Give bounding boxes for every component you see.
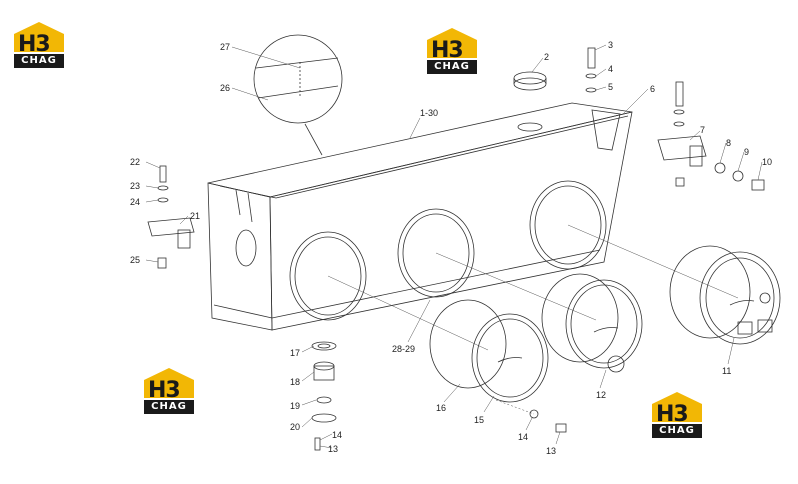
nut-14 — [529, 409, 539, 419]
callout-28-29: 28-29 — [392, 344, 415, 354]
callout-13-left: 13 — [328, 444, 338, 454]
callout-22: 22 — [130, 157, 140, 167]
callout-11: 11 — [722, 366, 731, 376]
bolt-13 — [555, 423, 567, 433]
callout-15: 15 — [474, 415, 484, 425]
callout-21: 21 — [190, 211, 200, 221]
callout-25: 25 — [130, 255, 140, 265]
logo-band: CHAG — [14, 54, 64, 68]
logo-mark: H3 — [656, 402, 689, 427]
brand-logo-top-center: H3 CHAG — [425, 28, 481, 78]
cover-12 — [565, 279, 643, 369]
callout-9: 9 — [744, 147, 749, 157]
callout-1-30: 1-30 — [420, 108, 438, 118]
callout-18: 18 — [290, 377, 300, 387]
callout-16: 16 — [436, 403, 446, 413]
callout-6: 6 — [650, 84, 655, 94]
logo-roof-icon — [144, 368, 194, 398]
logo-band: CHAG — [427, 60, 477, 74]
logo-mark: H3 — [148, 378, 181, 403]
brand-logo-top-left: H3 CHAG — [12, 22, 68, 72]
callout-19: 19 — [290, 401, 300, 411]
callout-17: 17 — [290, 348, 300, 358]
callout-4: 4 — [608, 64, 613, 74]
brand-logo-bottom-left: H3 CHAG — [142, 368, 198, 418]
tank-body — [207, 102, 633, 331]
tank-opening-right — [529, 180, 607, 270]
callout-5: 5 — [608, 82, 613, 92]
callout-8: 8 — [726, 138, 731, 148]
callout-23: 23 — [130, 181, 140, 191]
logo-roof-icon — [427, 28, 477, 58]
callout-24: 24 — [130, 197, 140, 207]
callout-14-left: 14 — [332, 430, 342, 440]
filler-opening — [517, 122, 543, 132]
mount-stack — [311, 341, 337, 451]
callout-10: 10 — [762, 157, 772, 167]
callout-12: 12 — [596, 390, 606, 400]
brand-logo-bottom-right: H3 CHAG — [650, 392, 706, 442]
logo-roof-icon — [14, 22, 64, 52]
logo-roof-icon — [652, 392, 702, 422]
side-port — [235, 229, 257, 267]
logo-band: CHAG — [144, 400, 194, 414]
callout-14-right: 14 — [518, 432, 528, 442]
cover-11 — [699, 251, 781, 345]
callout-13-right: 13 — [546, 446, 556, 456]
gasket-12 — [541, 273, 619, 363]
logo-mark: H3 — [431, 38, 464, 63]
callout-labels: 27 26 1-30 2 3 4 5 6 7 8 9 10 22 23 24 2… — [130, 40, 772, 456]
cover-15 — [471, 313, 549, 403]
gasket-16 — [429, 299, 507, 389]
bracket-left — [147, 165, 195, 269]
callout-26: 26 — [220, 83, 230, 93]
callout-3: 3 — [608, 40, 613, 50]
logo-mark: H3 — [18, 32, 51, 57]
tank-opening-middle — [397, 208, 475, 298]
callout-20: 20 — [290, 422, 300, 432]
gasket-11 — [669, 245, 751, 339]
tank-opening-left — [289, 231, 367, 321]
callout-7: 7 — [700, 125, 705, 135]
logo-band: CHAG — [652, 424, 702, 438]
callout-27: 27 — [220, 42, 230, 52]
callout-2: 2 — [544, 52, 549, 62]
detail-view-circle — [253, 34, 343, 156]
